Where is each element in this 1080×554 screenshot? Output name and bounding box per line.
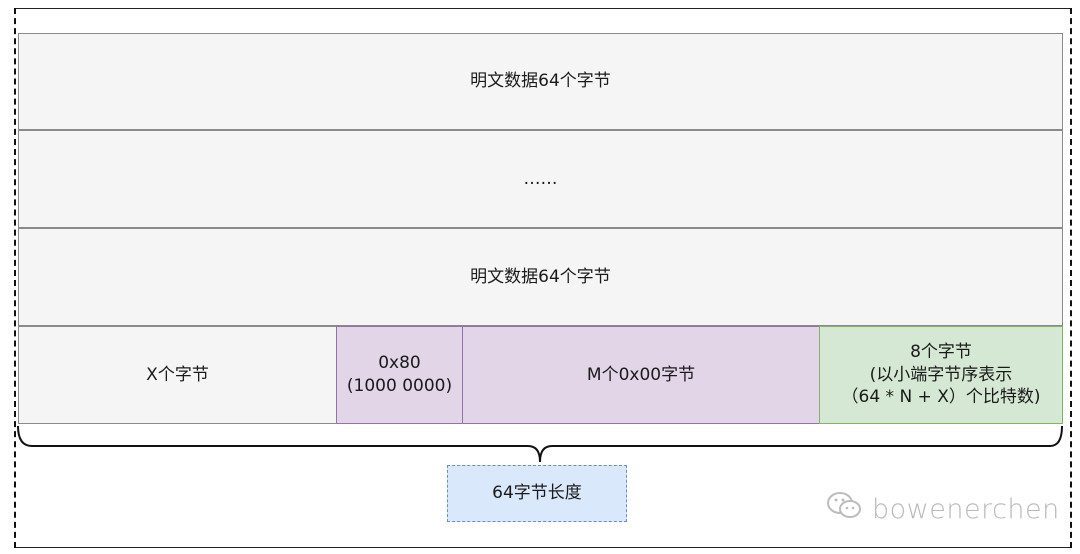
frame-bottom-border	[14, 547, 1072, 548]
ellipsis-label: ……	[523, 168, 558, 189]
length-field-line-2: (以小端字节序表示	[869, 364, 1013, 385]
zero-padding-cell: M个0x00字节	[462, 326, 820, 424]
ellipsis-block: ……	[18, 130, 1063, 228]
plaintext-block-2: 明文数据64个字节	[18, 228, 1063, 326]
frame-right-dashed-border	[1070, 8, 1072, 548]
length-label-box: 64字节长度	[447, 465, 627, 522]
x-bytes-label: X个字节	[146, 364, 209, 385]
length-field-line-3: （64 * N + X）个比特数)	[841, 387, 1041, 408]
zero-padding-label: M个0x00字节	[586, 364, 696, 385]
length-field-cell: 8个字节 (以小端字节序表示 （64 * N + X）个比特数)	[819, 326, 1063, 424]
length-field-line-1: 8个字节	[910, 341, 972, 362]
frame-left-dashed-border	[14, 8, 16, 548]
plaintext-block-1: 明文数据64个字节	[18, 33, 1063, 130]
plaintext-block-2-label: 明文数据64个字节	[470, 266, 611, 287]
pad-binary-label: (1000 0000)	[346, 376, 453, 396]
length-label: 64字节长度	[492, 483, 582, 504]
wechat-icon	[826, 490, 864, 529]
plaintext-block-1-label: 明文数据64个字节	[470, 71, 611, 92]
pad-hex-label: 0x80	[378, 353, 421, 374]
frame-top-border	[14, 8, 1072, 9]
watermark: bowenerchen	[826, 490, 1060, 529]
watermark-text: bowenerchen	[872, 494, 1060, 525]
